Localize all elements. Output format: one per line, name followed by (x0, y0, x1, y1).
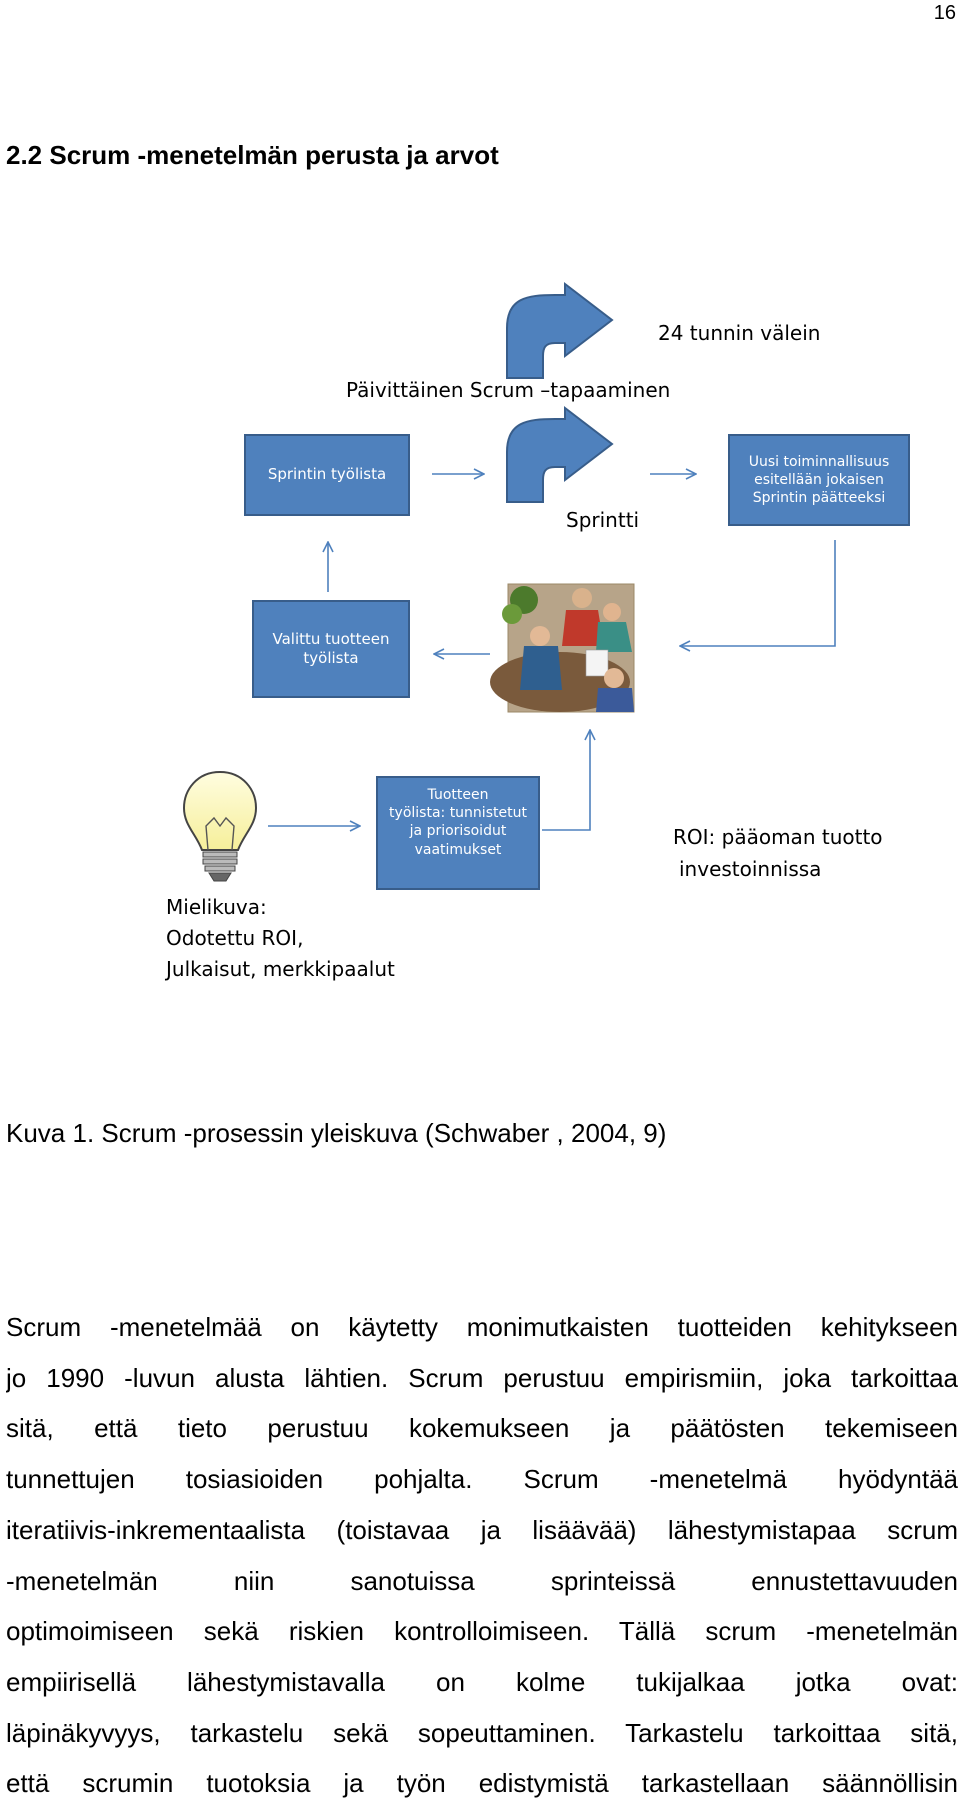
selected-product-backlog-box: Valittu tuotteen työlista (252, 600, 410, 698)
paragraph-line: Scrum -menetelmää on käytetty monimutkai… (6, 1312, 958, 1342)
vision-label-line: Mielikuva: (166, 895, 267, 919)
new-functionality-box: Uusi toiminnallisuus esitellään jokaisen… (728, 434, 910, 526)
arrow-product-backlog-to-meeting (542, 730, 590, 831)
selected-backlog-line: Valittu tuotteen (272, 629, 390, 648)
sprint-cycle-curved-arrow-icon (506, 405, 614, 503)
scrum-process-diagram: Sprintin työlista Uusi toiminnallisuus e… (0, 280, 960, 1000)
roi-label-line: investoinnissa (679, 857, 822, 881)
arrow-new-functionality-to-meeting (680, 540, 836, 646)
vision-label: Mielikuva: Odotettu ROI, Julkaisut, merk… (166, 892, 395, 985)
sprint-label: Sprintti (566, 508, 640, 532)
paragraph-line: että scrumin tuotoksia ja työn edistymis… (6, 1768, 958, 1799)
new-functionality-line: Uusi toiminnallisuus (748, 453, 890, 470)
team-meeting-icon (490, 583, 635, 713)
paragraph-line: empiirisellä lähestymistavalla on kolme … (6, 1666, 958, 1697)
product-backlog-line: työlista: tunnistetut (389, 805, 527, 822)
paragraph-line: optimoimiseen sekä riskien kontrolloimis… (6, 1616, 958, 1647)
product-backlog-box: Tuotteen työlista: tunnistetut ja priori… (376, 776, 540, 890)
paragraph-line: läpinäkyvyys, tarkastelu sekä sopeuttami… (6, 1717, 958, 1748)
product-backlog-line: vaatimukset (414, 841, 502, 858)
every-24-hours-label: 24 tunnin välein (658, 321, 821, 345)
sprint-backlog-label: Sprintin työlista (267, 465, 387, 484)
paragraph-line: jo 1990 -luvun alusta lähtien. Scrum per… (6, 1362, 958, 1393)
vision-label-line: Odotettu ROI, (166, 926, 304, 950)
section-heading: 2.2 Scrum -menetelmän perusta ja arvot (6, 140, 499, 170)
diagram-graphics (182, 281, 836, 882)
paragraph-line: -menetelmän niin sanotuissa sprinteissä … (6, 1565, 958, 1596)
paragraph-line: sitä, että tieto perustuu kokemukseen ja… (6, 1413, 958, 1444)
daily-cycle-curved-arrow-icon (506, 281, 614, 379)
new-functionality-line: Sprintin päätteeksi (752, 490, 886, 507)
product-backlog-line: Tuotteen (427, 787, 489, 803)
roi-label-line: ROI: pääoman tuotto (673, 825, 883, 849)
page-number: 16 (933, 2, 956, 24)
product-backlog-line: ja priorisoidut (409, 823, 507, 840)
lightbulb-icon (182, 770, 258, 882)
body-paragraph: Scrum -menetelmää on käytetty monimutkai… (6, 1302, 958, 1809)
figure-caption: Kuva 1. Scrum -prosessin yleiskuva (Schw… (6, 1118, 667, 1148)
selected-backlog-line: työlista (303, 649, 359, 667)
roi-label: ROI: pääoman tuotto investoinnissa (673, 821, 883, 885)
sprint-backlog-box: Sprintin työlista (244, 434, 410, 516)
paragraph-line: iteratiivis-inkrementaalista (toistavaa … (6, 1514, 958, 1545)
new-functionality-line: esitellään jokaisen (754, 471, 884, 488)
vision-label-line: Julkaisut, merkkipaalut (166, 957, 395, 981)
paragraph-line: tunnettujen tosiasioiden pohjalta. Scrum… (6, 1464, 958, 1495)
daily-scrum-meeting-label: Päivittäinen Scrum –tapaaminen (346, 378, 671, 402)
